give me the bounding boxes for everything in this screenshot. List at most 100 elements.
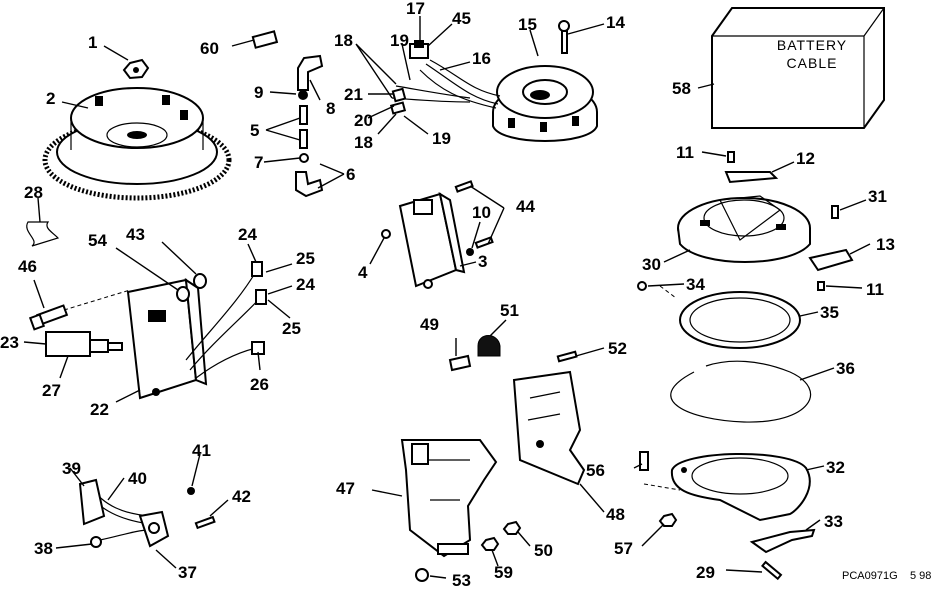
screw-part-34 [637,281,647,291]
callout-10: 10 [472,203,491,222]
screw-part-11 [727,151,735,163]
clip-part-49 [448,354,472,372]
washer-part-43 [193,273,207,289]
callout-48: 48 [606,505,625,524]
callout-6: 6 [346,165,355,184]
retainer-ring-part-35 [679,291,801,349]
callout-59: 59 [494,563,513,582]
wire-harness-part-24-26 [185,261,267,379]
callout-38: 38 [34,539,53,558]
armature-plate-part-30 [677,195,811,263]
link-part-33 [749,528,816,554]
callout-33: 33 [824,512,843,531]
callout-25b: 25 [282,319,301,338]
callout-11b: 11 [866,280,884,299]
callout-2: 2 [46,89,55,108]
callout-43: 43 [126,225,145,244]
callout-27: 27 [42,381,61,400]
nut-part-1 [122,58,150,80]
callout-25a: 25 [296,249,315,268]
callout-36: 36 [836,359,855,378]
washer-part-10 [466,248,474,256]
stator-part-15 [492,65,598,142]
washer-part-41 [187,487,195,495]
callout-42: 42 [232,487,251,506]
callout-8: 8 [326,99,335,118]
callout-5: 5 [250,121,259,140]
hose-part-60 [251,30,279,49]
clip-part-28 [26,221,60,247]
callout-labels: 1 2 3 4 5 6 7 8 9 10 11 11 12 13 14 15 1… [0,0,895,589]
callout-52: 52 [608,339,627,358]
screw-part-11b [817,281,825,291]
nut-part-59 [480,536,500,551]
screw-part-44 [454,180,494,249]
callout-24a: 24 [238,225,257,244]
callout-18a: 18 [334,31,353,50]
link-part-13 [808,248,854,272]
tube-part-5 [299,105,308,149]
figure-reference: PCA0971G [842,570,898,582]
callout-44: 44 [516,197,535,216]
callout-26: 26 [250,375,269,394]
pin-part-31 [831,205,839,219]
grommet-part-51 [477,335,501,357]
callout-41: 41 [192,441,211,460]
callout-22: 22 [90,400,109,419]
washer-part-54 [176,286,190,302]
battery-cable-label-line1: BATTERY [777,37,847,53]
screw-part-29 [761,560,783,581]
throttle-plate-part-32 [670,452,811,522]
callout-56: 56 [586,461,605,480]
callout-35: 35 [820,303,839,322]
sensor-assembly-part-37 [78,478,170,548]
screw-part-53 [415,568,429,582]
callout-51: 51 [500,301,519,320]
callout-34: 34 [686,275,705,294]
callout-47: 47 [336,479,355,498]
callout-23: 23 [0,333,19,352]
split-ring-part-36 [670,360,811,423]
callout-32: 32 [826,458,845,477]
callout-3: 3 [478,252,487,271]
callout-31: 31 [868,187,887,206]
callout-21: 21 [344,85,363,104]
mounting-bracket-part-47 [400,439,498,558]
callout-18b: 18 [354,133,373,152]
callout-9: 9 [254,83,263,102]
callout-28: 28 [24,183,43,202]
flywheel-part-2 [42,87,232,201]
screw-part-42 [194,515,216,530]
retainer-part-12 [724,171,779,184]
callout-19b: 19 [432,129,451,148]
elbow-part-8 [297,54,324,91]
callout-37: 37 [178,563,197,582]
elbow-part-6 [295,171,324,198]
figure-date: 5 98 [910,570,931,582]
callout-53: 53 [452,571,471,589]
callout-14: 14 [606,13,625,32]
callout-49: 49 [420,315,439,334]
callout-30: 30 [642,255,661,274]
callout-20: 20 [354,111,373,130]
callout-57: 57 [614,539,633,558]
washer-part-4 [381,229,391,239]
callout-7: 7 [254,153,263,172]
callout-46: 46 [18,257,37,276]
callout-54: 54 [88,231,107,250]
fitting-part-9 [298,90,308,100]
callout-50: 50 [534,541,553,560]
callout-39: 39 [62,459,81,478]
fitting-part-7 [299,153,309,163]
callout-13: 13 [876,235,895,254]
stator-leads-part-16-21 [389,40,501,115]
nut-part-50 [502,520,522,535]
stud-part-56 [639,451,649,471]
screw-part-52 [556,350,578,363]
callout-19a: 19 [390,31,409,50]
callout-24b: 24 [296,275,315,294]
callout-4: 4 [358,263,368,282]
battery-cable-box-part-58: BATTERY CABLE [711,7,885,129]
callout-60: 60 [200,39,219,58]
